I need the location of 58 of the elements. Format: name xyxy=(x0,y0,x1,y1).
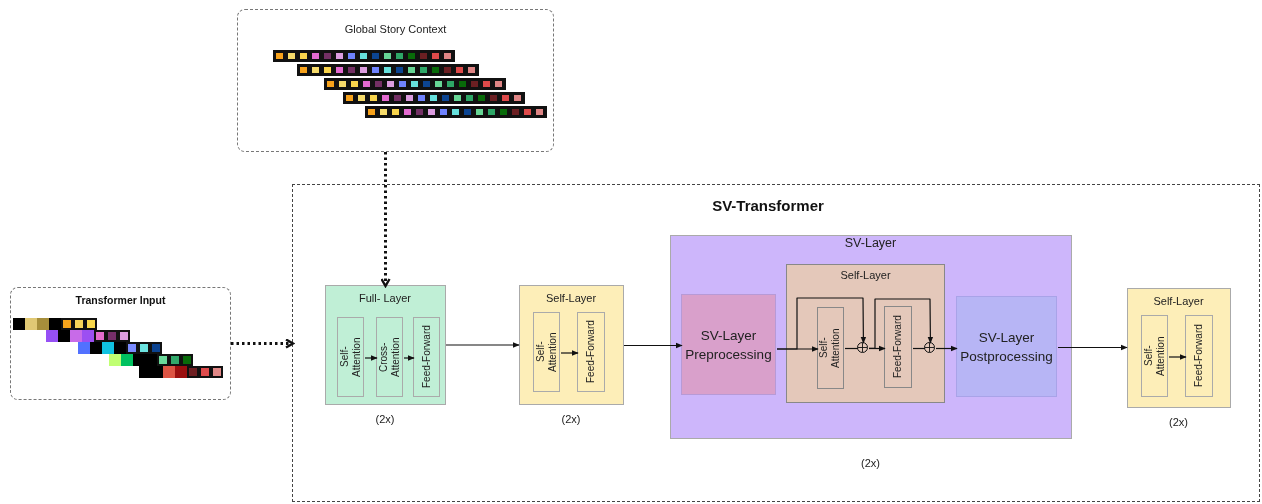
module-label: Cross- Attention xyxy=(377,336,402,379)
connector-line xyxy=(844,347,859,350)
layer-box xyxy=(786,264,945,403)
arrow xyxy=(1057,344,1128,351)
module-box xyxy=(816,306,844,389)
module-label: Self- Attention xyxy=(338,336,363,379)
module-box xyxy=(533,312,560,392)
arrow xyxy=(623,342,683,349)
context-panel xyxy=(10,287,231,400)
module-label: SV-Layer Preprocessing xyxy=(684,326,773,364)
layer-box xyxy=(669,234,1072,439)
arrow xyxy=(776,297,867,350)
container-title: SV-Transformer xyxy=(712,197,824,214)
module-label: Self- Attention xyxy=(818,326,842,370)
module-label: SV-Layer Postprocessing xyxy=(959,328,1054,366)
process-box xyxy=(956,296,1057,397)
module-box xyxy=(1185,315,1213,397)
arrow xyxy=(380,152,391,288)
arrow xyxy=(935,345,958,352)
layer-title: SV-Layer xyxy=(844,235,897,250)
arrow xyxy=(231,338,295,349)
module-label: Self- Attention xyxy=(1142,335,1167,378)
module-box xyxy=(883,305,912,388)
module-box xyxy=(337,317,364,397)
module-label: Feed-Forward xyxy=(891,315,904,378)
dashed-container xyxy=(292,184,1260,502)
context-panel xyxy=(237,9,554,152)
repeat-count-label: (2x) xyxy=(1168,415,1189,428)
panel-title: Global Story Context xyxy=(344,23,447,35)
repeat-count-label: (2x) xyxy=(560,412,582,425)
arrow xyxy=(1168,354,1187,360)
add-circle xyxy=(856,341,868,353)
module-box xyxy=(1141,315,1168,397)
repeat-count-label: (2x) xyxy=(374,412,396,425)
layer-title: Full- Layer xyxy=(359,291,411,304)
repeat-count-label: (2x) xyxy=(860,456,881,469)
layer-title: Self-Layer xyxy=(1153,294,1204,307)
arrow xyxy=(364,355,378,361)
module-label: Feed-Forward xyxy=(1193,325,1205,387)
arrow xyxy=(445,342,520,348)
module-box xyxy=(577,312,605,392)
module-label: Feed-Forward xyxy=(420,326,433,388)
layer-box xyxy=(324,284,446,405)
module-box xyxy=(376,317,403,397)
module-label: Feed-Forward xyxy=(585,321,597,383)
panel-title: Transformer Input xyxy=(75,294,166,306)
layer-box xyxy=(1126,287,1231,408)
layer-box xyxy=(518,284,624,405)
arrow xyxy=(868,298,934,349)
layer-title: Self-Layer xyxy=(545,291,597,304)
layer-title: Self-Layer xyxy=(840,269,891,281)
arrow xyxy=(560,350,579,356)
add-circle xyxy=(923,341,935,353)
process-box xyxy=(681,294,776,395)
module-label: Self- Attention xyxy=(534,331,559,374)
connector-line xyxy=(912,347,926,350)
arrow xyxy=(403,355,415,361)
module-box xyxy=(413,317,440,397)
